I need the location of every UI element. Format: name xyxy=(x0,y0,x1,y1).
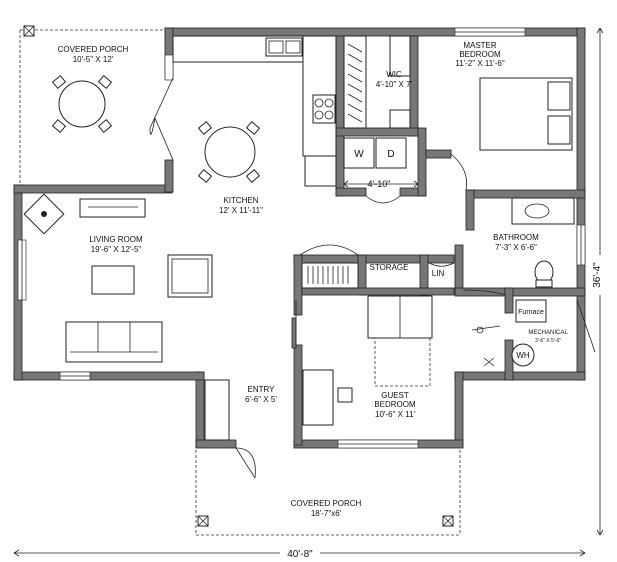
sink-icon xyxy=(265,37,303,57)
living-room-name: LIVING ROOM xyxy=(89,235,143,244)
mechanical-name: MECHANICAL xyxy=(528,330,568,336)
overall-dimensions: 40'-8" 36'-4" xyxy=(13,27,609,560)
chair-icon xyxy=(337,387,353,403)
kitchen-size: 12' X 11'-11" xyxy=(219,206,263,215)
dining-set-icon xyxy=(51,75,113,133)
bathroom-size: 7'-3" X 6'-6" xyxy=(495,243,537,252)
guest-furniture xyxy=(204,295,433,441)
shower-icon xyxy=(476,326,484,334)
wic-size: 4'-10" X 7' xyxy=(376,80,413,89)
water-heater-label: WH xyxy=(516,351,530,360)
master-bed xyxy=(479,77,573,151)
storage-closets xyxy=(301,262,359,289)
overall-depth-dim: 36'-4" xyxy=(592,262,603,288)
entry-name: ENTRY xyxy=(248,385,276,394)
dryer-label: D xyxy=(387,149,394,160)
vanity-icon xyxy=(511,197,575,225)
laundry: W D 4'-10" xyxy=(343,137,419,189)
fridge-icon xyxy=(304,155,337,187)
wic-shelving xyxy=(343,35,411,129)
covered-porch-top-name: COVERED PORCH xyxy=(58,45,129,54)
covered-porch-top xyxy=(19,25,165,185)
armchair-icon xyxy=(167,254,213,298)
master-bedroom-name-2: BEDROOM xyxy=(459,50,501,59)
covered-porch-bottom-name: COVERED PORCH xyxy=(291,499,362,508)
living-room-furniture xyxy=(23,193,213,363)
guest-bedroom-size: 10'-6" X 11' xyxy=(375,410,415,419)
guest-bedroom-name-2: BEDROOM xyxy=(374,400,416,409)
doors xyxy=(149,77,596,479)
furnace-icon xyxy=(515,299,547,323)
guest-bedroom-name-1: GUEST xyxy=(381,391,409,400)
laundry-width-dim: 4'-10" xyxy=(368,179,391,189)
mechanical-room: Furnace WH xyxy=(511,299,547,367)
water-heater-icon xyxy=(511,343,535,367)
kitchen-dining-set-icon xyxy=(197,121,261,183)
windows xyxy=(17,27,586,449)
kitchen-counters xyxy=(172,35,337,187)
room-labels: COVERED PORCH 10'-5" X 12' MASTER BEDROO… xyxy=(58,41,569,518)
tv-console-icon xyxy=(79,198,146,218)
stove-icon xyxy=(312,94,336,124)
storage-name: STORAGE xyxy=(370,263,409,272)
kitchen-name: KITCHEN xyxy=(223,196,258,205)
washer-icon xyxy=(343,137,375,169)
covered-porch-bottom xyxy=(195,440,461,536)
bathroom-name: BATHROOM xyxy=(493,233,539,242)
furnace-label: Furnace xyxy=(518,309,544,316)
covered-porch-bottom-size: 18'-7"x6' xyxy=(311,509,342,518)
wic-name: WIC xyxy=(386,70,402,79)
living-room-size: 19'-6" X 12'-5" xyxy=(91,245,142,254)
mechanical-size: 3'-6" X 5'-6" xyxy=(535,338,561,344)
master-bedroom-size: 11'-2" X 11'-6" xyxy=(455,59,505,68)
bathroom-fixtures xyxy=(471,197,575,367)
master-bedroom-name-1: MASTER xyxy=(463,41,497,50)
interior-walls xyxy=(291,35,586,446)
sofa-icon xyxy=(65,321,163,363)
overall-width-dim: 40'-8" xyxy=(287,549,313,560)
entry-size: 6'-6" X 5' xyxy=(245,395,277,404)
coffee-table-icon xyxy=(91,265,135,295)
washer-label: W xyxy=(354,149,364,160)
entry-bench-icon xyxy=(204,379,230,441)
desk-icon xyxy=(302,369,334,426)
dryer-icon xyxy=(375,137,407,169)
linen-name: LIN xyxy=(432,269,445,278)
covered-porch-top-size: 10'-5" X 12' xyxy=(73,55,114,64)
